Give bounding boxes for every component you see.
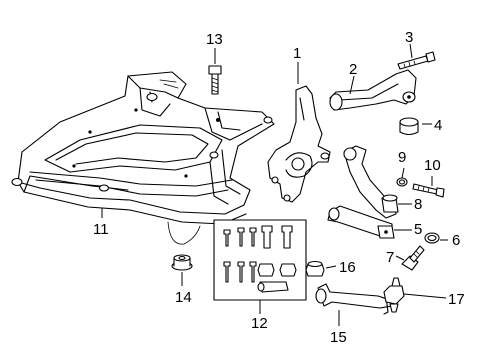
callout-8: 8 — [414, 196, 422, 213]
callout-15: 15 — [330, 329, 347, 346]
bolt-7 — [401, 245, 425, 271]
bushing-4 — [399, 117, 419, 136]
callout-1: 1 — [293, 45, 301, 62]
subframe — [11, 71, 275, 245]
snap-ring-9 — [396, 177, 408, 187]
callout-5: 5 — [414, 221, 422, 238]
bolt-3 — [397, 51, 436, 70]
hardware-kit-box — [213, 219, 307, 301]
callout-10: 10 — [424, 157, 441, 174]
upper-control-arm — [329, 69, 417, 111]
lower-arm-8 — [343, 145, 399, 219]
callout-numbers: 1 2 3 4 5 6 7 8 9 10 11 12 13 14 15 16 1… — [93, 29, 465, 346]
callout-4: 4 — [434, 117, 442, 134]
bolt-10 — [412, 183, 445, 198]
steering-knuckle — [267, 85, 331, 203]
mount-bushing-14 — [171, 254, 193, 271]
leader-lines — [101, 43, 448, 326]
callout-12: 12 — [251, 315, 268, 332]
callout-2: 2 — [349, 61, 357, 78]
bolt-13 — [208, 65, 222, 95]
ring-6 — [424, 232, 440, 244]
lower-link-5 — [327, 205, 395, 239]
callout-14: 14 — [175, 289, 192, 306]
callout-17: 17 — [448, 291, 465, 308]
callout-13: 13 — [206, 31, 223, 48]
nut-16 — [305, 260, 325, 277]
callout-11: 11 — [93, 221, 109, 238]
stabilizer-link-15 — [315, 283, 393, 315]
callout-6: 6 — [452, 232, 460, 249]
callout-16: 16 — [339, 259, 356, 276]
callout-9: 9 — [398, 149, 406, 166]
ball-joint-17 — [383, 277, 405, 313]
callout-3: 3 — [405, 29, 413, 46]
callout-7: 7 — [386, 249, 394, 266]
